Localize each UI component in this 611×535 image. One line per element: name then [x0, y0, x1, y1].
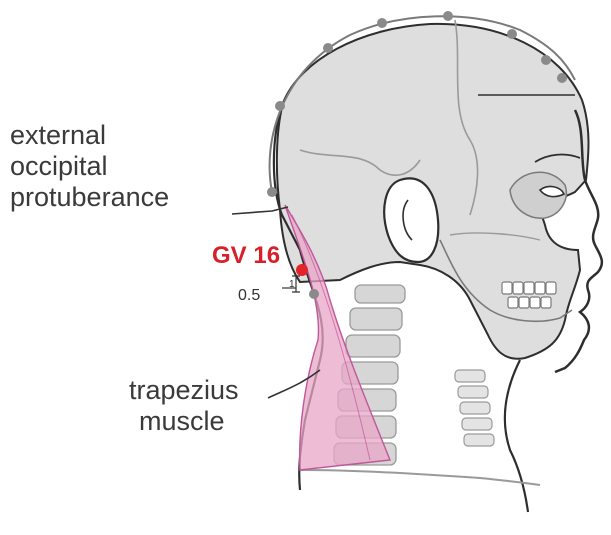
neck-front-outline — [505, 360, 528, 512]
label-line: occipital — [10, 151, 169, 182]
scalp-point — [443, 11, 453, 21]
measure-half-label: 0.5 — [238, 287, 260, 305]
scalp-point — [557, 73, 567, 83]
tooth — [519, 297, 529, 308]
scalp-point — [275, 101, 285, 111]
tooth — [508, 297, 518, 308]
clavicle — [300, 470, 540, 485]
scalp-point — [541, 55, 551, 65]
vertebra-c2 — [350, 308, 402, 330]
label-line: muscle — [129, 406, 239, 437]
label-line: trapezius — [129, 375, 239, 406]
trachea — [455, 370, 494, 446]
vertebra-c3 — [346, 335, 400, 357]
trachea-ring — [462, 418, 492, 430]
trachea-ring — [458, 386, 488, 398]
tooth — [530, 297, 540, 308]
trachea-ring — [455, 370, 485, 382]
tooth — [513, 282, 523, 294]
external-occipital-protuberance-label: external occipital protuberance — [10, 120, 169, 213]
trapezius-muscle-label: trapezius muscle — [129, 375, 239, 437]
trachea-ring — [460, 402, 490, 414]
gv16-point — [296, 264, 308, 276]
tooth — [535, 282, 545, 294]
trachea-ring — [464, 434, 494, 446]
tooth — [541, 297, 551, 308]
gv16-label: GV 16 — [212, 242, 280, 270]
scalp-point — [377, 18, 387, 28]
scalp-point — [507, 29, 517, 39]
vertebra-c1 — [355, 285, 405, 303]
tooth — [524, 282, 534, 294]
label-line: protuberance — [10, 182, 169, 213]
tooth — [502, 282, 512, 294]
scalp-point — [323, 43, 333, 53]
tooth — [546, 282, 556, 294]
label-line: external — [10, 120, 169, 151]
scalp-point — [267, 187, 277, 197]
measure-one-label: 1 — [289, 279, 295, 290]
reference-point — [309, 289, 319, 299]
